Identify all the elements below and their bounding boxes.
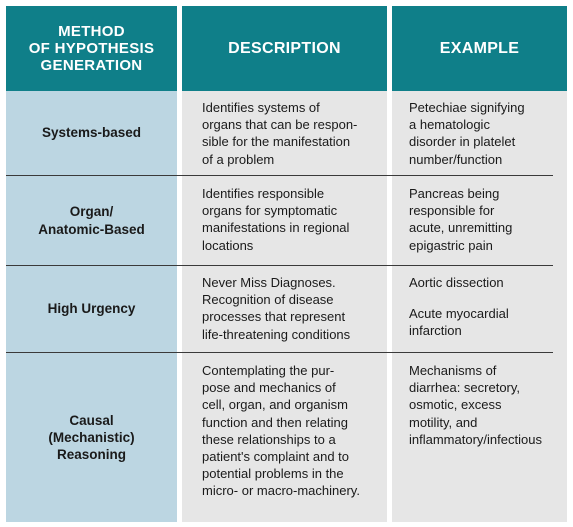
description-line: locations: [202, 237, 254, 253]
method-label: Reasoning: [56, 447, 126, 463]
example-line: epigastric pain: [409, 237, 493, 253]
method-label: Anatomic-Based: [38, 221, 145, 237]
method-column-background: [6, 91, 177, 522]
description-line: Identifies responsible: [202, 186, 325, 201]
method-label: (Mechanistic): [48, 429, 135, 445]
description-line: processes that represent: [202, 309, 346, 325]
description-line: Contemplating the pur-: [202, 363, 335, 378]
row-example-cell: Aortic dissection Acute myocardial infar…: [409, 274, 564, 340]
description-line: organs for symptomatic: [202, 203, 338, 219]
example-line: responsible for: [409, 203, 495, 219]
description-column-background: [182, 91, 387, 522]
example-line: Petechiae signifying: [409, 100, 525, 115]
row-divider: [6, 175, 553, 176]
example-line: inflammatory/infectious: [409, 431, 542, 447]
header-method-line: OF HYPOTHESIS: [28, 40, 155, 57]
row-method-cell: High Urgency: [6, 266, 177, 352]
example-line: Acute myocardial: [409, 306, 509, 322]
hypothesis-generation-table: METHOD OF HYPOTHESIS GENERATION DESCRIPT…: [6, 6, 567, 522]
description-line: Never Miss Diagnoses.: [202, 275, 336, 290]
method-label: Systems-based: [41, 125, 142, 141]
description-line: cell, organ, and organism: [202, 397, 348, 413]
description-line: pose and mechanics of: [202, 380, 336, 396]
method-label: High Urgency: [47, 301, 136, 317]
description-line: Recognition of disease: [202, 292, 334, 308]
method-label: Causal: [69, 412, 114, 428]
header-method-line: METHOD: [58, 23, 125, 40]
example-line: osmotic, excess: [409, 397, 502, 413]
example-line: infarction: [409, 323, 462, 339]
description-line: of a problem: [202, 151, 275, 167]
example-line: acute, unremitting: [409, 220, 513, 236]
example-line: Mechanisms of: [409, 363, 497, 378]
row-divider: [6, 352, 553, 353]
example-line: disorder in platelet: [409, 134, 516, 150]
example-line: number/function: [409, 151, 503, 167]
row-method-cell: Causal (Mechanistic) Reasoning: [6, 353, 177, 522]
example-line: motility, and: [409, 414, 478, 430]
row-divider: [6, 265, 553, 266]
row-method-cell: Systems-based: [6, 91, 177, 175]
description-line: manifestations in regional: [202, 220, 350, 236]
row-description-cell: Never Miss Diagnoses. Recognition of dis…: [202, 274, 377, 343]
example-line: diarrhea: secretory,: [409, 380, 521, 396]
description-line: function and then relating: [202, 414, 348, 430]
description-line: sible for the manifestation: [202, 134, 351, 150]
description-line: organs that can be respon-: [202, 117, 358, 133]
description-line: these relationships to a: [202, 431, 336, 447]
method-label: Organ/: [69, 204, 114, 220]
example-column-background: [392, 91, 567, 522]
header-method-line: GENERATION: [40, 57, 143, 74]
header-example: EXAMPLE: [392, 6, 567, 91]
row-description-cell: Identifies responsible organs for sympto…: [202, 185, 377, 254]
description-line: Identifies systems of: [202, 100, 320, 115]
description-line: micro- or macro-machinery.: [202, 483, 360, 499]
row-method-cell: Organ/ Anatomic-Based: [6, 176, 177, 265]
row-description-cell: Identifies systems of organs that can be…: [202, 99, 377, 168]
row-example-cell: Mechanisms of diarrhea: secretory, osmot…: [409, 362, 564, 448]
description-line: potential problems in the: [202, 466, 344, 482]
description-line: patient's complaint and to: [202, 449, 350, 465]
row-description-cell: Contemplating the pur- pose and mechanic…: [202, 362, 377, 500]
example-line: Aortic dissection: [409, 275, 504, 290]
example-line: Pancreas being: [409, 186, 500, 201]
row-example-cell: Pancreas being responsible for acute, un…: [409, 185, 564, 254]
description-line: life-threatening conditions: [202, 326, 351, 342]
header-method: METHOD OF HYPOTHESIS GENERATION: [6, 6, 177, 91]
row-example-cell: Petechiae signifying a hematologic disor…: [409, 99, 564, 168]
header-description: DESCRIPTION: [182, 6, 387, 91]
example-line: a hematologic: [409, 117, 490, 133]
